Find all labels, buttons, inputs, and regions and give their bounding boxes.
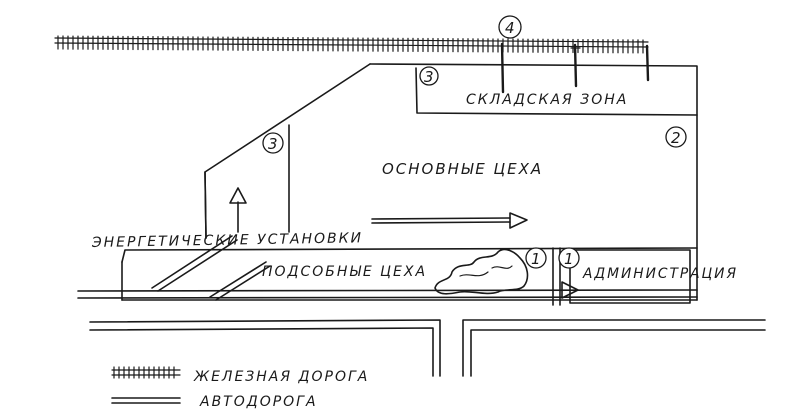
marker-main-left: 3 [262,132,284,154]
energy-label: ЭНЕРГЕТИЧЕСКИЕ УСТАНОВКИ [91,230,363,251]
svg-text:1: 1 [564,250,574,268]
railway-line [54,35,649,54]
lower-block-top [121,247,698,263]
main-road [77,289,698,301]
up-arrow [229,187,247,233]
svg-text:3: 3 [424,68,434,86]
marker-railway-entry: 4 [498,15,522,39]
administration-label: АДМИНИСТРАЦИЯ [582,266,738,282]
legend [111,366,181,404]
main-shops-label: ОСНОВНЫЕ ЦЕХА [382,160,543,178]
auxiliary-label: ПОДСОБНЫЕ ЦЕХА [262,264,427,280]
svg-text:3: 3 [268,135,278,153]
marker-warehouse-corner: 3 [419,66,439,86]
railway-spurs [500,42,650,94]
cross-road [89,319,766,377]
svg-text:2: 2 [671,129,681,147]
marker-administration-start: 1 [558,247,580,269]
marker-main-right: 2 [665,126,687,148]
legend-road-label: АВТОДОРОГА [199,394,318,410]
main-building-outline [204,63,698,301]
legend-railway-label: ЖЕЛЕЗНАЯ ДОРОГА [193,369,369,385]
svg-text:1: 1 [531,250,541,268]
warehouse-zone [415,67,698,116]
green-area [434,248,529,295]
marker-auxiliary-end: 1 [525,247,547,269]
svg-text:4: 4 [505,19,515,37]
warehouse-label: СКЛАДСКАЯ ЗОНА [466,92,628,108]
right-arrow [371,212,528,229]
